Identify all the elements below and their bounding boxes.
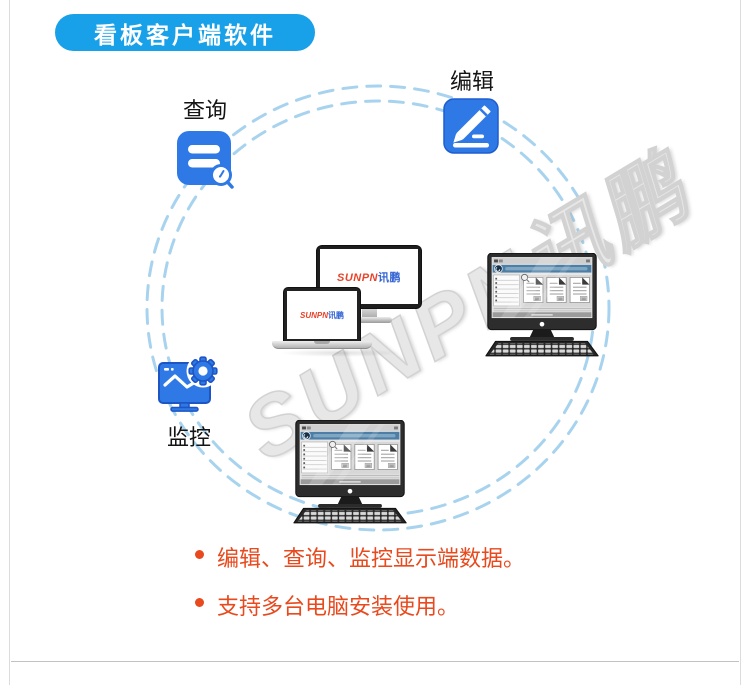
query-icon xyxy=(177,131,234,189)
edit-icon xyxy=(443,98,499,154)
laptop-screen-frame: SUNPN讯鹏 xyxy=(284,288,360,341)
laptop-screen: SUNPN讯鹏 xyxy=(287,291,357,339)
brand-logo: SUNPN讯鹏 xyxy=(336,271,401,284)
list-item: 支持多台电脑安装使用。 xyxy=(195,589,525,621)
query-label: 查询 xyxy=(182,98,227,123)
gear-icon xyxy=(186,354,220,388)
laptop: SUNPN讯鹏 xyxy=(272,288,372,349)
page-right-border xyxy=(740,0,741,685)
brand-logo: SUNPN讯鹏 xyxy=(299,310,344,320)
laptop-base xyxy=(272,341,372,349)
feature-text: 支持多台电脑安装使用。 xyxy=(217,594,460,619)
client-computer-right xyxy=(481,253,603,357)
monitor-icon xyxy=(158,354,220,412)
bottom-divider xyxy=(11,661,739,662)
bullet-icon xyxy=(195,550,204,559)
feature-list: 编辑、查询、监控显示端数据。 支持多台电脑安装使用。 xyxy=(195,541,525,637)
bullet-icon xyxy=(195,598,204,607)
client-computer-bottom xyxy=(289,420,411,524)
section-title: 看板客户端软件 xyxy=(94,21,276,48)
laptop-shadow xyxy=(280,349,400,357)
monitor-label: 监控 xyxy=(166,425,211,450)
feature-text: 编辑、查询、监控显示端数据。 xyxy=(217,546,526,571)
page-left-border xyxy=(9,0,10,685)
section-title-pill: 看板客户端软件 xyxy=(55,14,315,51)
list-item: 编辑、查询、监控显示端数据。 xyxy=(195,541,525,573)
edit-label: 编辑 xyxy=(449,69,494,94)
